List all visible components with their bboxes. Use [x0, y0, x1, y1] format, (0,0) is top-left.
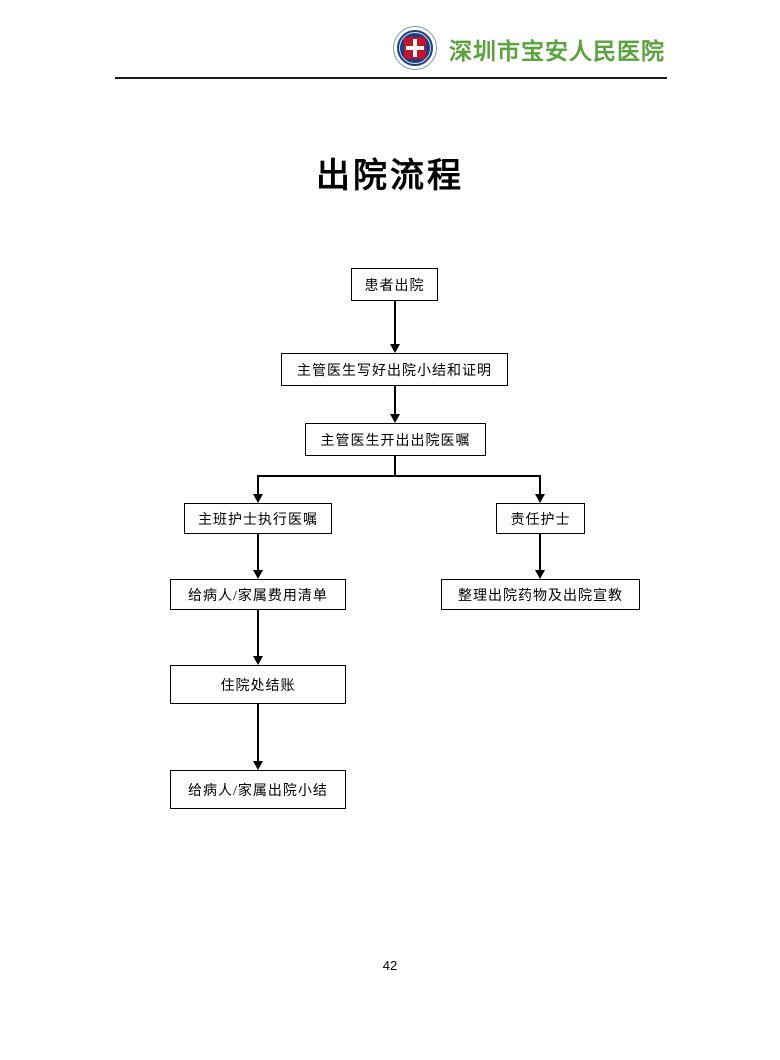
- edge-n1-n2-line: [394, 301, 396, 344]
- edge-n3-split-bar: [258, 475, 540, 477]
- edge-n6-n8-line: [257, 610, 259, 656]
- edge-n1-n2-arrow: [390, 344, 400, 353]
- page-header: 深圳市宝安人民医院: [0, 0, 780, 90]
- edge-n5-n7-line: [539, 534, 541, 570]
- flow-node-doctor-issues-orders[interactable]: 主管医生开出出院医嘱: [305, 423, 486, 456]
- edge-n4-n6-arrow: [253, 570, 263, 579]
- edge-n3-n4-arrow: [253, 494, 263, 503]
- flow-node-give-discharge-summary[interactable]: 给病人/家属出院小结: [170, 770, 346, 809]
- edge-n2-n3-arrow: [390, 414, 400, 423]
- header-divider: [115, 77, 667, 79]
- edge-n4-n6-line: [257, 534, 259, 570]
- edge-n5-n7-arrow: [535, 570, 545, 579]
- flow-node-charge-nurse-executes[interactable]: 主班护士执行医嘱: [184, 503, 332, 534]
- hospital-name: 深圳市宝安人民医院: [449, 39, 665, 65]
- page-number: 42: [382, 958, 398, 973]
- edge-n3-n5-line: [539, 475, 541, 494]
- edge-n8-n9-line: [257, 704, 259, 761]
- edge-n3-n4-line: [257, 475, 259, 494]
- hospital-brand: 深圳市宝安人民医院: [393, 26, 665, 72]
- hospital-emblem-icon: [393, 26, 439, 72]
- flow-node-doctor-writes-summary[interactable]: 主管医生写好出院小结和证明: [281, 353, 508, 386]
- flow-node-give-bill-to-family[interactable]: 给病人/家属费用清单: [170, 579, 346, 610]
- edge-n3-n5-arrow: [535, 494, 545, 503]
- page-title: 出院流程: [316, 158, 464, 195]
- flow-node-prepare-medication-education[interactable]: 整理出院药物及出院宣教: [441, 579, 640, 610]
- flow-node-primary-nurse[interactable]: 责任护士: [496, 503, 585, 534]
- edge-n2-n3-line: [394, 386, 396, 414]
- edge-n3-split-stem: [394, 456, 396, 476]
- emblem-cross-horizontal: [406, 46, 424, 50]
- flow-node-patient-discharge[interactable]: 患者出院: [351, 268, 438, 301]
- flow-node-inpatient-office-settlement[interactable]: 住院处结账: [170, 665, 346, 704]
- edge-n6-n8-arrow: [253, 656, 263, 665]
- emblem-inner-ring: [399, 32, 431, 64]
- edge-n8-n9-arrow: [253, 761, 263, 770]
